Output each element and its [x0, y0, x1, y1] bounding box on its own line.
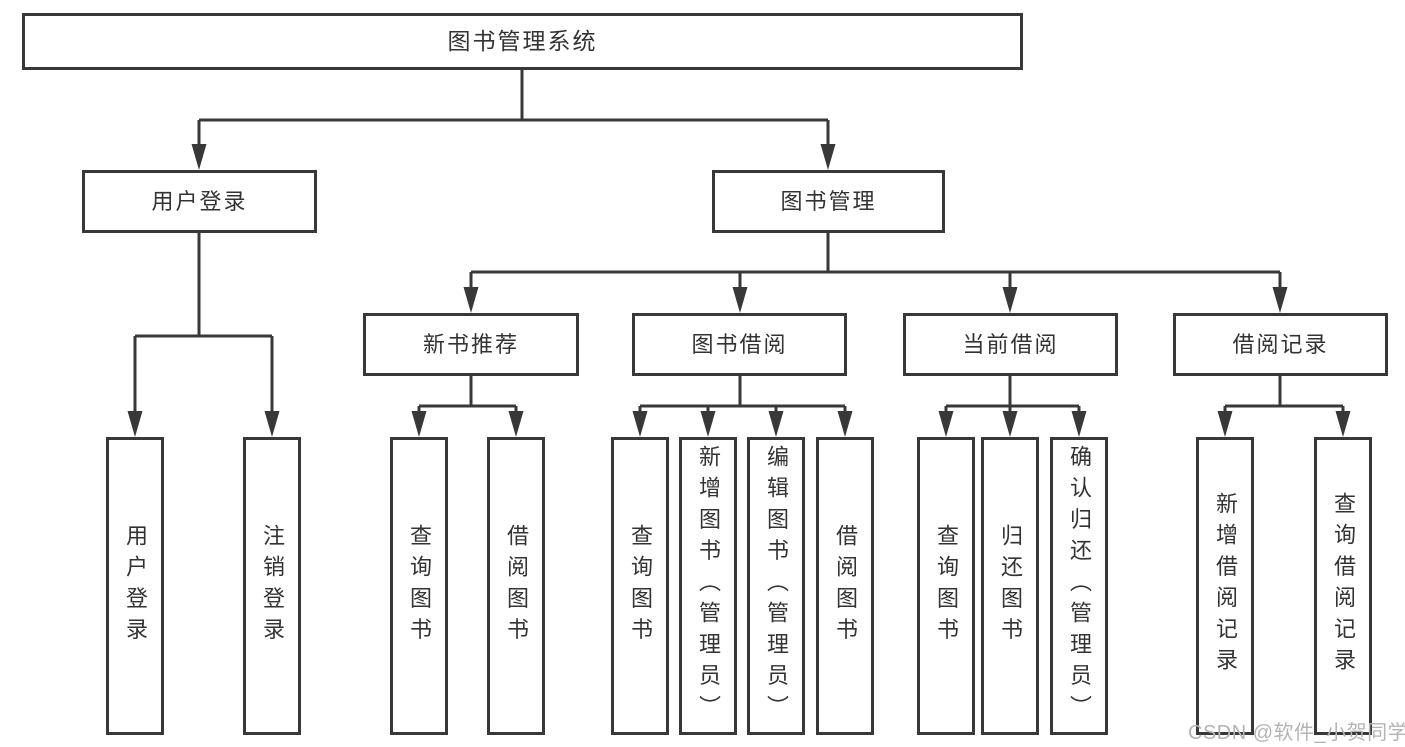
node-label: 图书管理系统 — [447, 28, 598, 54]
leaf-logout: 注销登录 — [243, 437, 301, 735]
node-label: 确认归还（管理员） — [1067, 445, 1092, 727]
node-label: 新增图书（管理员） — [696, 445, 721, 727]
node-label: 借阅图书 — [833, 523, 858, 649]
leaf-bb-edit-books-admin: 编辑图书（管理员） — [747, 437, 805, 735]
node-label: 归还图书 — [998, 523, 1023, 649]
leaf-cb-confirm-return-admin: 确认归还（管理员） — [1050, 437, 1108, 735]
node-label: 编辑图书（管理员） — [764, 445, 789, 727]
node-label: 当前借阅 — [962, 331, 1059, 357]
leaf-bb-add-books-admin: 新增图书（管理员） — [679, 437, 737, 735]
node-label: 用户登录 — [151, 188, 248, 214]
node-current-borrowing: 当前借阅 — [903, 313, 1118, 376]
node-label: 图书借阅 — [691, 331, 788, 357]
node-label: 查询图书 — [628, 523, 653, 649]
node-label: 注销登录 — [260, 523, 285, 649]
node-label: 图书管理 — [780, 188, 877, 214]
leaf-bb-borrow-books: 借阅图书 — [816, 437, 874, 735]
leaf-cb-return-books: 归还图书 — [981, 437, 1039, 735]
leaf-rec-borrow-books: 借阅图书 — [487, 437, 545, 735]
node-label: 查询图书 — [934, 523, 959, 649]
node-label: 新书推荐 — [422, 331, 519, 357]
leaf-rec-query-books: 查询图书 — [390, 437, 448, 735]
leaf-cb-query-books: 查询图书 — [917, 437, 975, 735]
leaf-br-add-record: 新增借阅记录 — [1196, 437, 1254, 735]
node-label: 查询借阅记录 — [1331, 492, 1356, 680]
node-label: 新增借阅记录 — [1213, 492, 1238, 680]
node-user-login: 用户登录 — [82, 170, 317, 233]
node-book-management: 图书管理 — [712, 170, 945, 233]
watermark: CSDN @软件_小贺同学 — [1188, 722, 1405, 744]
node-label: 借阅记录 — [1232, 331, 1329, 357]
leaf-br-query-record: 查询借阅记录 — [1314, 437, 1372, 735]
node-label: 用户登录 — [123, 523, 148, 649]
node-label: 查询图书 — [407, 523, 432, 649]
node-new-book-recommend: 新书推荐 — [363, 313, 579, 376]
node-borrow-records: 借阅记录 — [1173, 313, 1388, 376]
node-label: 借阅图书 — [504, 523, 529, 649]
leaf-user-login: 用户登录 — [106, 437, 164, 735]
node-book-borrowing: 图书借阅 — [632, 313, 847, 376]
node-library-system: 图书管理系统 — [22, 13, 1023, 70]
leaf-bb-query-books: 查询图书 — [611, 437, 669, 735]
